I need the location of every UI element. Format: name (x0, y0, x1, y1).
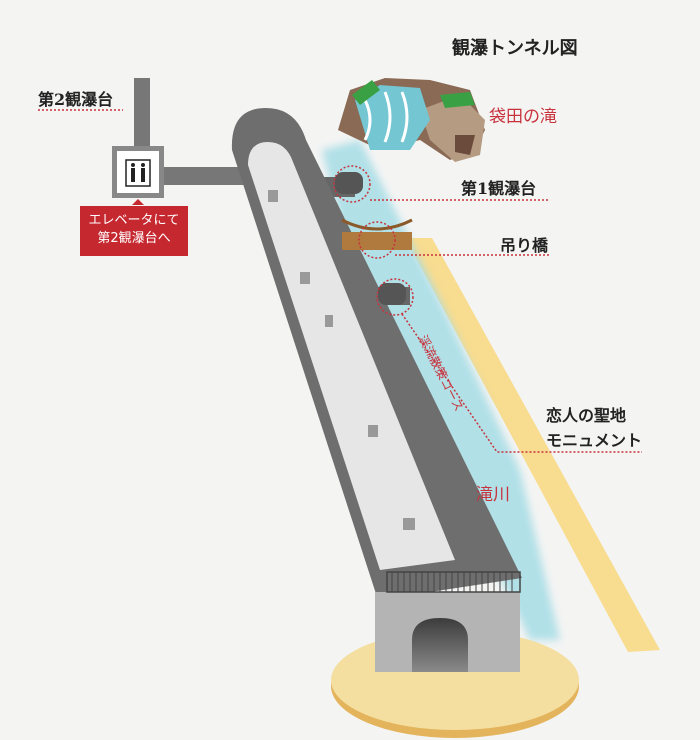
stream-course-path (405, 238, 660, 652)
label-observation-deck-1: 第1観瀑台 (461, 179, 537, 198)
leader-lines (38, 109, 642, 453)
label-monument-line1: 恋人の聖地 (546, 406, 627, 425)
tunnel-entrance (375, 571, 521, 672)
label-monument-line2: モニュメント (546, 431, 643, 450)
label-suspension-bridge: 吊り橋 (500, 236, 549, 255)
river-water (322, 140, 560, 640)
tunnel-floor (248, 142, 455, 570)
elevator-note: エレベータにて 第2観瀑台へ (80, 199, 188, 256)
elevator-shaft (134, 78, 150, 148)
map-title: 観瀑トンネル図 (452, 38, 578, 59)
observation-deck-1 (335, 172, 363, 194)
observation-deck-2-lower (378, 283, 406, 305)
elevator-icon (112, 146, 164, 198)
label-river: 滝川 (476, 485, 510, 505)
people-icons (268, 190, 415, 530)
waterfall-illustration (338, 78, 485, 162)
elevator-note-line1: エレベータにて (88, 213, 180, 228)
elevator-note-line2: 第2観瀑台へ (97, 231, 171, 246)
label-waterfall: 袋田の滝 (489, 107, 557, 127)
label-observation-deck-2: 第2観瀑台 (38, 90, 114, 109)
